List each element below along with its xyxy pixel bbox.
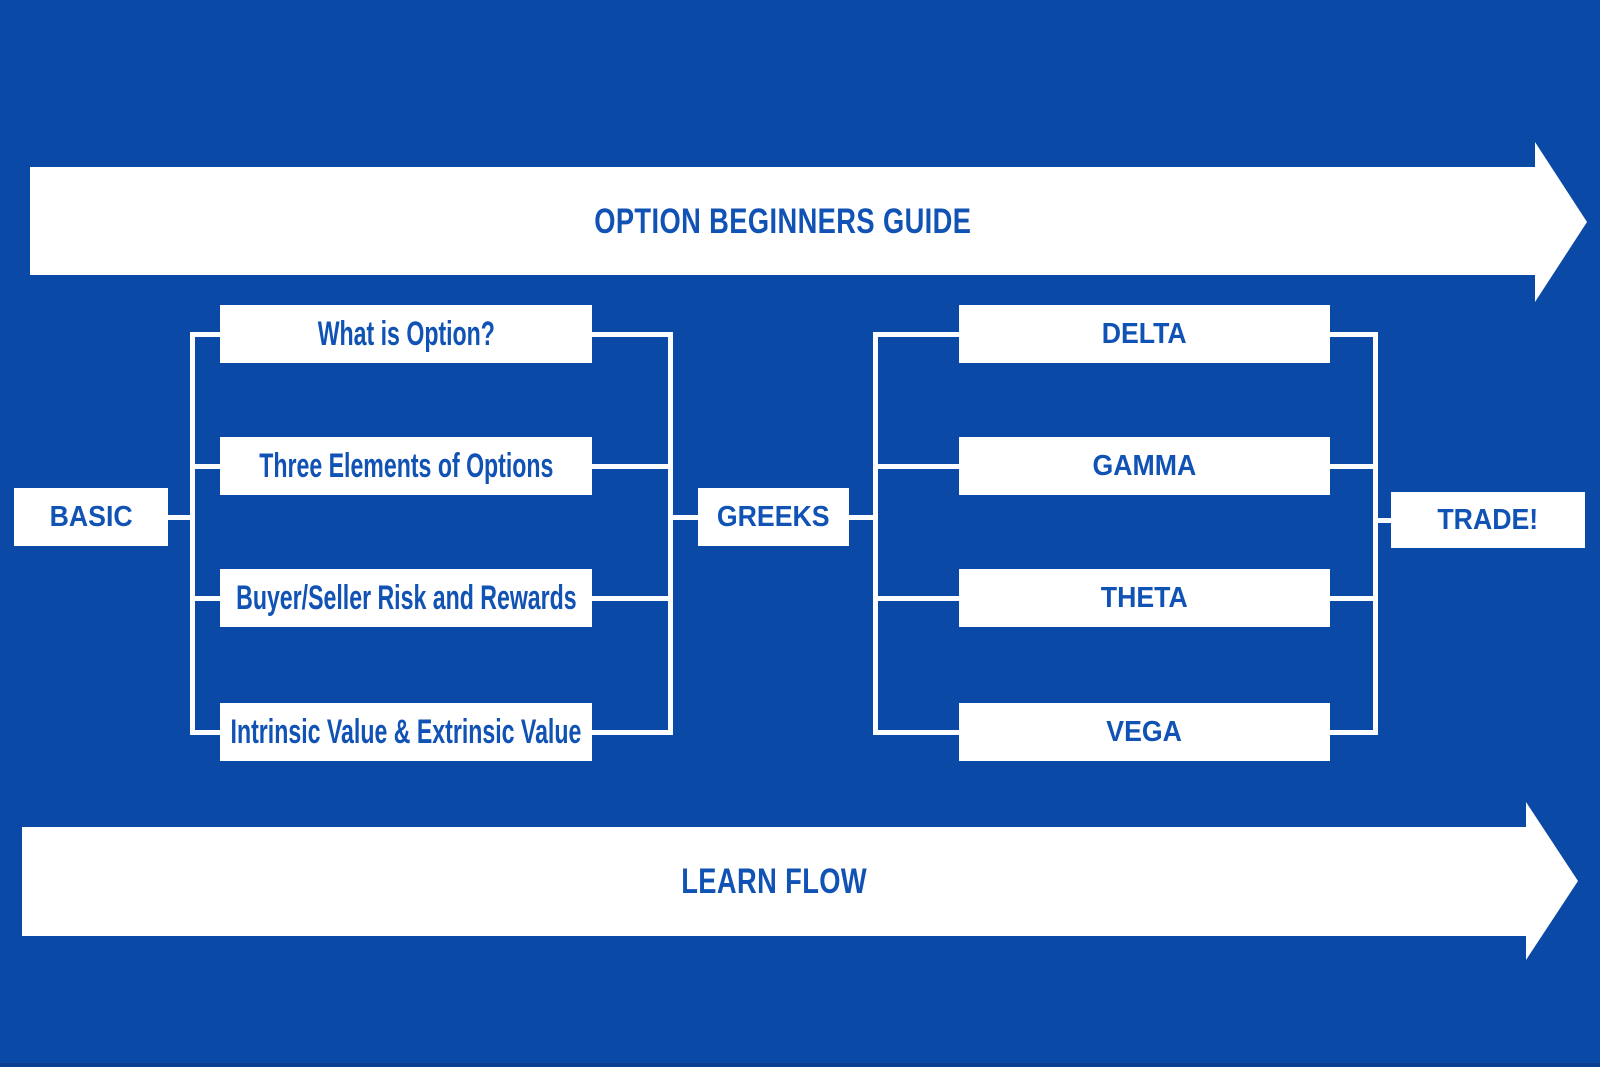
connector-line <box>873 595 959 601</box>
top-arrow-label: OPTION BEGINNERS GUIDE <box>593 201 972 241</box>
topic-label: Intrinsic Value & Extrinsic Value <box>230 713 582 751</box>
node-gamma: GAMMA <box>959 437 1330 495</box>
connector-trunk-basic-right <box>668 331 673 735</box>
connector-trunk-to-greeks <box>668 514 698 520</box>
greek-label: THETA <box>1101 581 1188 614</box>
node-greeks: GREEKS <box>698 488 849 546</box>
node-intrinsic-extrinsic: Intrinsic Value & Extrinsic Value <box>220 703 592 761</box>
connector-basic-to-trunk <box>168 514 195 520</box>
bottom-arrow-banner: LEARN FLOW <box>22 827 1526 936</box>
connector-line <box>1330 463 1378 469</box>
bottom-arrow-head-icon <box>1526 802 1578 960</box>
connector-line <box>1330 729 1378 735</box>
node-vega: VEGA <box>959 703 1330 761</box>
node-trade-label: TRADE! <box>1437 503 1539 536</box>
node-greeks-label: GREEKS <box>717 500 830 533</box>
top-arrow-banner: OPTION BEGINNERS GUIDE <box>30 167 1535 275</box>
connector-line <box>190 463 220 469</box>
topic-label: What is Option? <box>317 315 495 353</box>
connector-line <box>592 463 673 469</box>
bottom-arrow-label: LEARN FLOW <box>681 862 867 901</box>
connector-trunk-to-trade <box>1373 517 1391 523</box>
node-trade: TRADE! <box>1391 492 1585 548</box>
node-buyer-seller-risk: Buyer/Seller Risk and Rewards <box>220 569 592 627</box>
connector-greeks-to-trunk <box>849 514 878 520</box>
node-what-is-option: What is Option? <box>220 305 592 363</box>
connector-line <box>1330 595 1378 601</box>
connector-trunk-greeks-left <box>873 331 878 735</box>
greek-label: DELTA <box>1102 317 1187 350</box>
topic-label: Three Elements of Options <box>258 447 554 485</box>
connector-line <box>190 595 220 601</box>
greek-label: VEGA <box>1106 715 1183 748</box>
connector-line <box>592 729 673 735</box>
connector-trunk-basic <box>190 331 195 735</box>
connector-line <box>592 595 673 601</box>
topic-label: Buyer/Seller Risk and Rewards <box>235 579 577 617</box>
node-three-elements: Three Elements of Options <box>220 437 592 495</box>
node-basic: BASIC <box>14 488 168 546</box>
connector-line <box>592 331 673 337</box>
connector-line <box>1330 331 1378 337</box>
connector-trunk-greeks-right <box>1373 331 1378 735</box>
connector-line <box>190 729 220 735</box>
top-arrow-head-icon <box>1535 142 1587 302</box>
greek-label: GAMMA <box>1092 449 1197 482</box>
connector-line <box>873 331 959 337</box>
node-delta: DELTA <box>959 305 1330 363</box>
node-basic-label: BASIC <box>49 500 133 533</box>
node-theta: THETA <box>959 569 1330 627</box>
bottom-edge-strip <box>0 1063 1600 1067</box>
connector-line <box>873 729 959 735</box>
connector-line <box>873 463 959 469</box>
connector-line <box>190 331 220 337</box>
